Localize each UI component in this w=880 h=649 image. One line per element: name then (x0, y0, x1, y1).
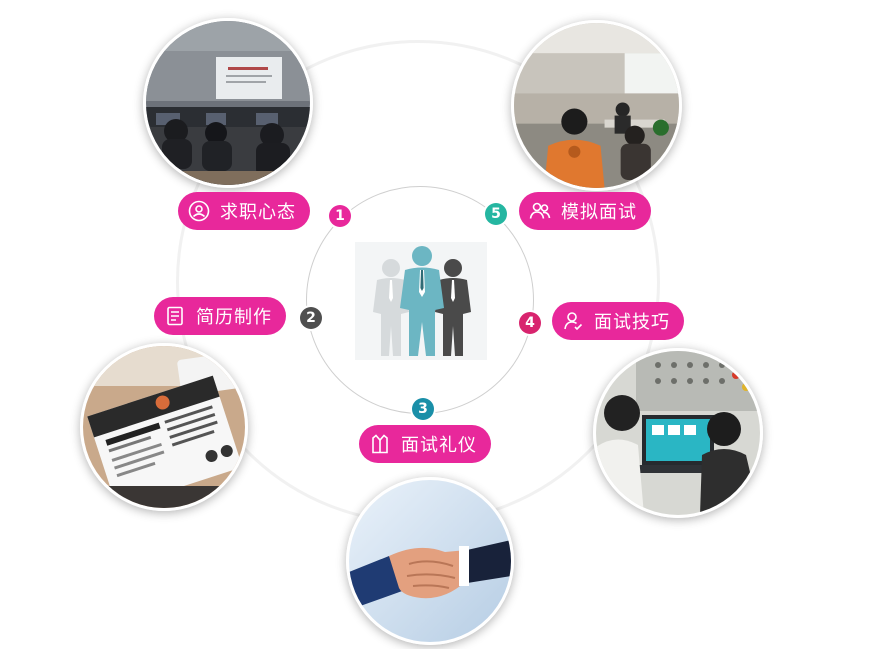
step-number-1: 1 (329, 205, 351, 227)
step-label: 简历制作 (196, 307, 272, 328)
step-number-3: 3 (412, 398, 434, 420)
step-pill-3[interactable]: 面试礼仪 (359, 425, 491, 463)
lab-computer-photo (593, 348, 763, 518)
suit-icon (369, 433, 391, 455)
step-label: 面试技巧 (594, 312, 670, 333)
step-pill-1[interactable]: 求职心态 (178, 192, 310, 230)
user-check-icon (562, 310, 584, 332)
step-number-2: 2 (300, 307, 322, 329)
group-icon (529, 200, 551, 222)
step-number-4: 4 (519, 312, 541, 334)
resume-icon (164, 305, 186, 327)
user-search-icon (188, 200, 210, 222)
step-number-5: 5 (485, 203, 507, 225)
handshake-photo (346, 477, 514, 645)
step-label: 求职心态 (220, 202, 296, 223)
step-pill-4[interactable]: 面试技巧 (552, 302, 684, 340)
step-pill-2[interactable]: 简历制作 (154, 297, 286, 335)
mock-interview-classroom-photo (511, 20, 682, 191)
step-pill-5[interactable]: 模拟面试 (519, 192, 651, 230)
classroom-lecture-photo (143, 18, 313, 188)
resume-document-photo (80, 343, 248, 511)
step-label: 面试礼仪 (401, 435, 477, 456)
business-people-illustration (355, 242, 487, 360)
step-label: 模拟面试 (561, 202, 637, 223)
